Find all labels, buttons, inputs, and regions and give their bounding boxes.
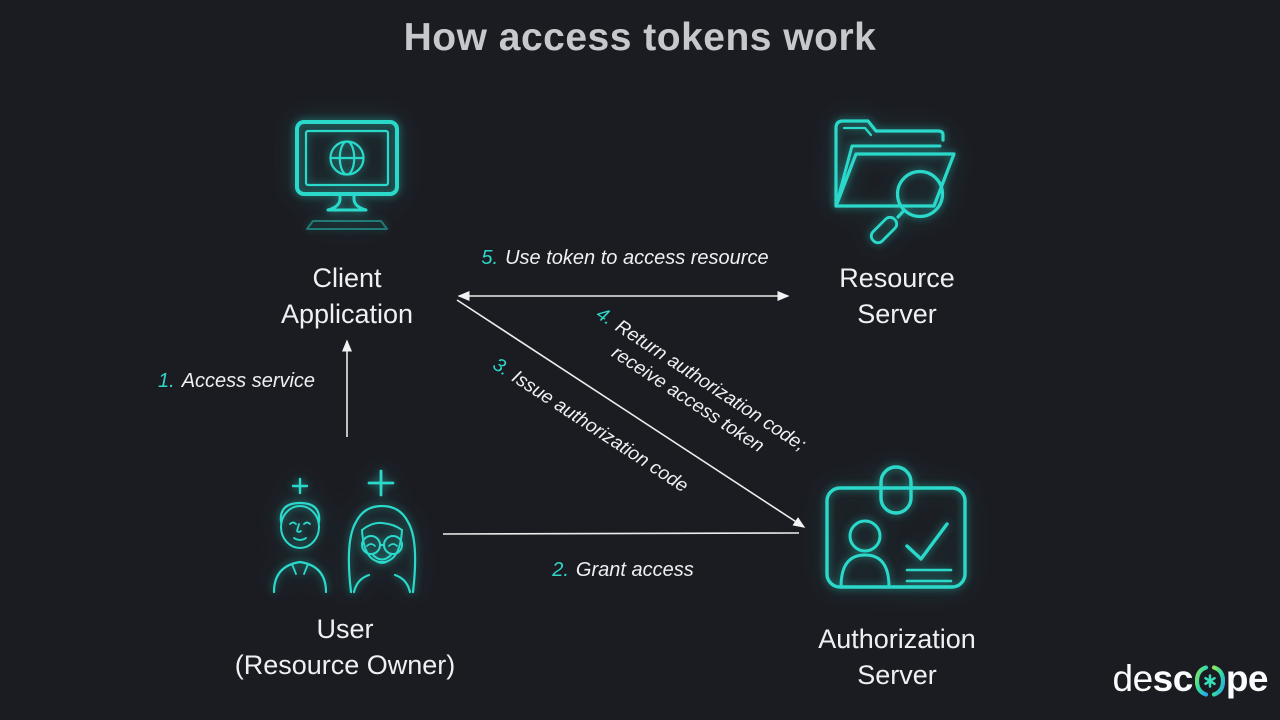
step-1-label: 1.Access service: [158, 370, 316, 392]
users-icon: [262, 460, 434, 599]
monitor-globe-icon: [283, 114, 411, 251]
step-5-label: 5.Use token to access resource: [481, 247, 769, 269]
step-2-number: 2.: [552, 559, 569, 581]
client-application-label: Client Application: [280, 263, 414, 329]
step-4-label: 4.Return authorization code; receive acc…: [592, 303, 810, 457]
step-2-label: 2.Grant access: [552, 559, 694, 581]
descope-o-icon: [1194, 665, 1225, 697]
step-1-number: 1.: [158, 370, 175, 392]
step-5-number: 5.: [481, 247, 499, 269]
id-badge-icon: [820, 460, 972, 599]
arrow-grant-access: [442, 532, 800, 535]
user-resource-owner-label: User (Resource Owner): [234, 614, 456, 680]
resource-server-label: Resource Server: [839, 263, 955, 329]
page-title: How access tokens work: [403, 16, 877, 59]
authorization-server-label: Authorization Server: [818, 624, 976, 690]
folder-search-icon: [828, 106, 968, 259]
